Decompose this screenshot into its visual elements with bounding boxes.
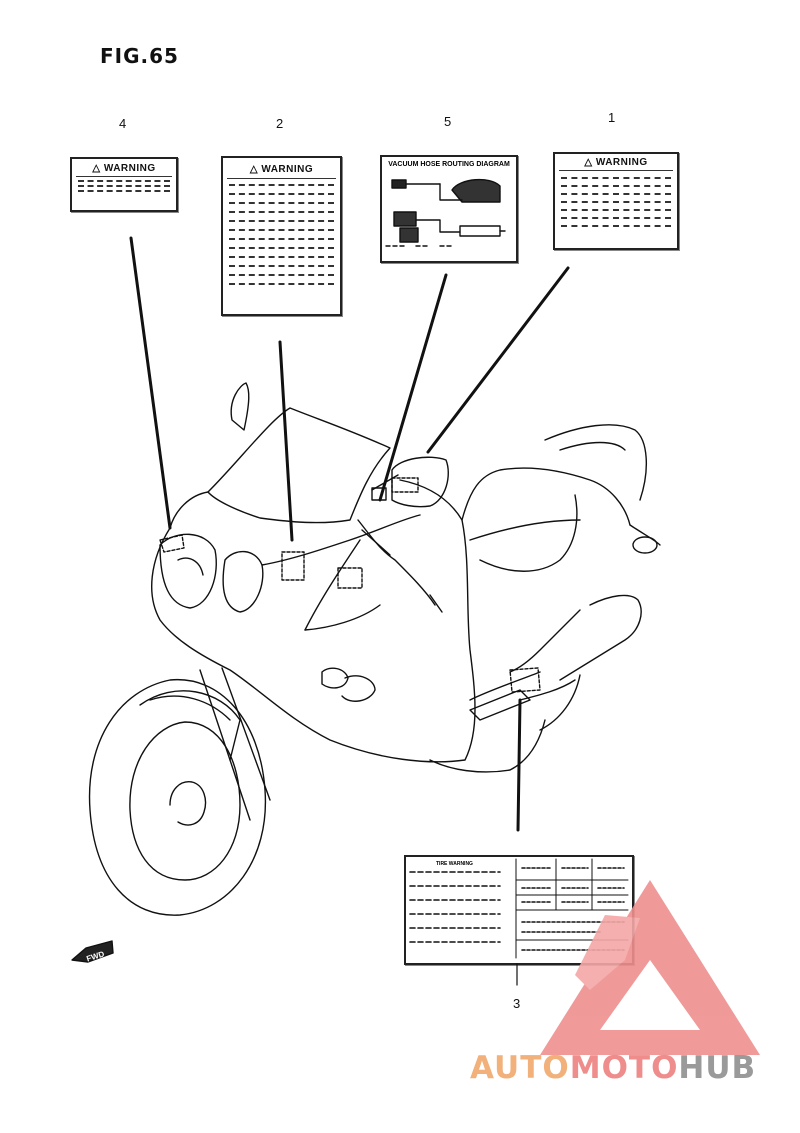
- vacuum-diagram-sketch: [385, 179, 506, 247]
- warning-label-1: △ WARNING: [553, 152, 679, 250]
- callout-3: 3: [513, 996, 521, 1011]
- warning-label-4-head: △ WARNING: [72, 163, 176, 174]
- watermark-logo: [540, 880, 760, 1055]
- watermark-text: AUTOMOTOHUB: [470, 1050, 756, 1086]
- fwd-arrow-icon: [71, 940, 114, 963]
- vacuum-label-title: VACUUM HOSE ROUTING DIAGRAM: [388, 161, 510, 168]
- watermark-part-hub: HUB: [678, 1050, 757, 1086]
- warning-label-2-text: WARNING: [261, 164, 314, 175]
- warning-label-2: △ WARNING: [221, 156, 342, 316]
- callout-2: 2: [276, 116, 284, 131]
- watermark-part-auto: AUTO: [470, 1050, 570, 1086]
- warning-label-4: △ WARNING: [70, 157, 178, 212]
- warning-triangle-icon: △: [584, 157, 593, 168]
- tire-table-lines: [409, 858, 629, 959]
- warning-label-1-head: △ WARNING: [555, 157, 677, 168]
- warning-triangle-icon: △: [92, 163, 101, 174]
- warning-label-1-text: WARNING: [595, 157, 648, 168]
- callout-4: 4: [119, 116, 127, 131]
- callout-1: 1: [608, 110, 616, 125]
- warning-label-4-text: WARNING: [103, 163, 156, 174]
- warning-label-2-head: △ WARNING: [223, 164, 340, 175]
- callout-5: 5: [444, 114, 452, 129]
- warning-triangle-icon: △: [249, 164, 259, 175]
- vacuum-hose-label-5: VACUUM HOSE ROUTING DIAGRAM: [380, 155, 518, 263]
- leader-lines: [129, 236, 570, 832]
- watermark-part-moto: MOTO: [569, 1050, 679, 1086]
- tire-label-title: TIRE WARNING: [436, 861, 473, 867]
- motorcycle-outline: [88, 382, 661, 916]
- figure-title: FIG.65: [100, 44, 179, 68]
